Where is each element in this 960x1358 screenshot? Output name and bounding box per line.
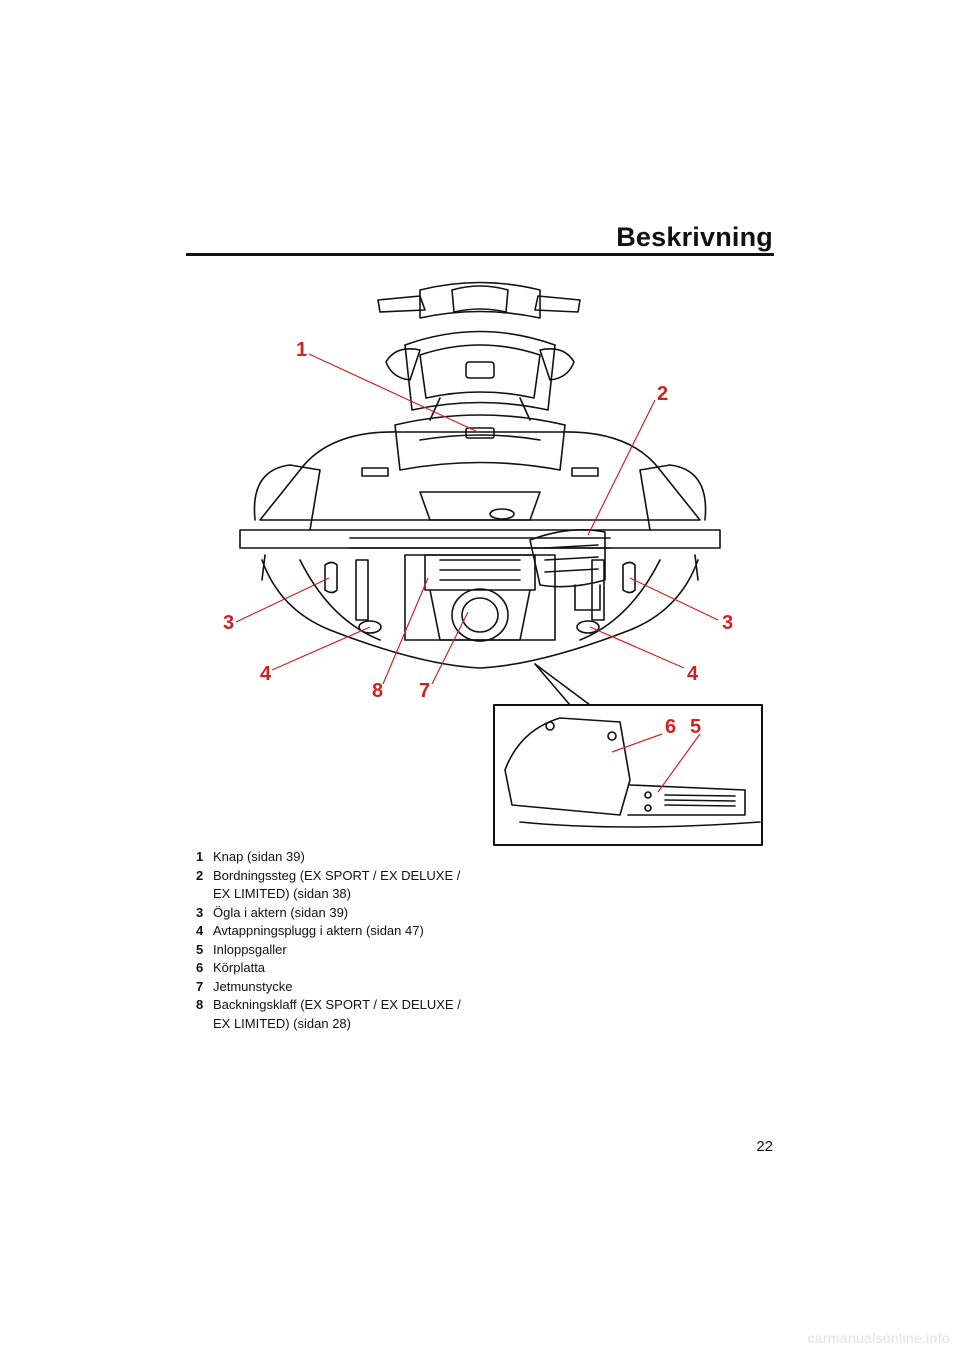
header-rule [186, 253, 774, 256]
legend-item-4: 4 Avtappningsplugg i aktern (sidan 47) [196, 922, 496, 941]
legend-text: Körplatta [213, 960, 266, 975]
legend-item-1: 1 Knap (sidan 39) [196, 848, 496, 867]
legend-num: 3 [196, 904, 204, 920]
legend-item-5: 5 Inloppsgaller [196, 941, 496, 960]
legend-num: 1 [196, 849, 204, 864]
callout-7: 7 [419, 680, 430, 702]
leader-lines [235, 353, 719, 793]
callout-4-left: 4 [260, 663, 272, 685]
legend-text: Backningsklaff (EX SPORT / EX DELUXE / [213, 997, 461, 1012]
stern-eyes [324, 559, 636, 634]
callout-1: 1 [296, 339, 307, 361]
hull [261, 554, 699, 669]
legend-text: Ögla i aktern (sidan 39) [213, 904, 349, 920]
console [385, 330, 575, 421]
callout-labels: 1 2 3 3 4 4 8 7 6 5 [223, 339, 733, 738]
legend-text: Knap (sidan 39) [213, 849, 305, 864]
callout-3-right: 3 [722, 612, 733, 634]
legend-text: Bordningssteg (EX SPORT / EX DELUXE / [213, 867, 461, 883]
legend-text: Avtappningsplugg i aktern (sidan 47) [213, 923, 424, 938]
inset-drawing [504, 717, 761, 828]
legend-text: Inloppsgaller [213, 941, 287, 957]
legend-num: 8 [196, 997, 204, 1012]
legend-item-7: 7 Jetmunstycke [196, 978, 496, 997]
callout-3-left: 3 [223, 612, 234, 634]
callout-6: 6 [665, 716, 676, 738]
page-number: 22 [756, 1138, 773, 1155]
detail-inset [493, 704, 763, 846]
parts-legend: 1 Knap (sidan 39) 2 Bordningssteg (EX SP… [196, 848, 496, 1033]
legend-num: 2 [196, 867, 204, 883]
jet-nozzle [424, 554, 536, 642]
legend-item-2: 2 Bordningssteg (EX SPORT / EX DELUXE / … [196, 867, 496, 904]
watermark: carmanualsonline.info [807, 1330, 950, 1346]
legend-item-8: 8 Backningsklaff (EX SPORT / EX DELUXE /… [196, 996, 496, 1033]
legend-num: 6 [196, 960, 204, 975]
page-title: Beskrivning [616, 222, 773, 252]
legend-num: 7 [196, 978, 204, 994]
legend-item-3: 3 Ögla i aktern (sidan 39) [196, 904, 496, 923]
callout-5: 5 [690, 716, 701, 738]
callout-4-right: 4 [687, 663, 699, 685]
legend-text: Jetmunstycke [213, 978, 293, 994]
callout-8: 8 [372, 680, 383, 702]
legend-text: EX LIMITED) (sidan 28) [213, 1015, 351, 1031]
boarding-step [529, 528, 606, 611]
legend-num: 4 [196, 923, 204, 938]
legend-text: EX LIMITED) (sidan 38) [213, 886, 351, 901]
handlebar [377, 281, 581, 319]
legend-num: 5 [196, 941, 204, 957]
seat [394, 414, 566, 471]
legend-item-6: 6 Körplatta [196, 959, 496, 978]
rear-deck [239, 431, 721, 549]
callout-2: 2 [657, 383, 668, 405]
